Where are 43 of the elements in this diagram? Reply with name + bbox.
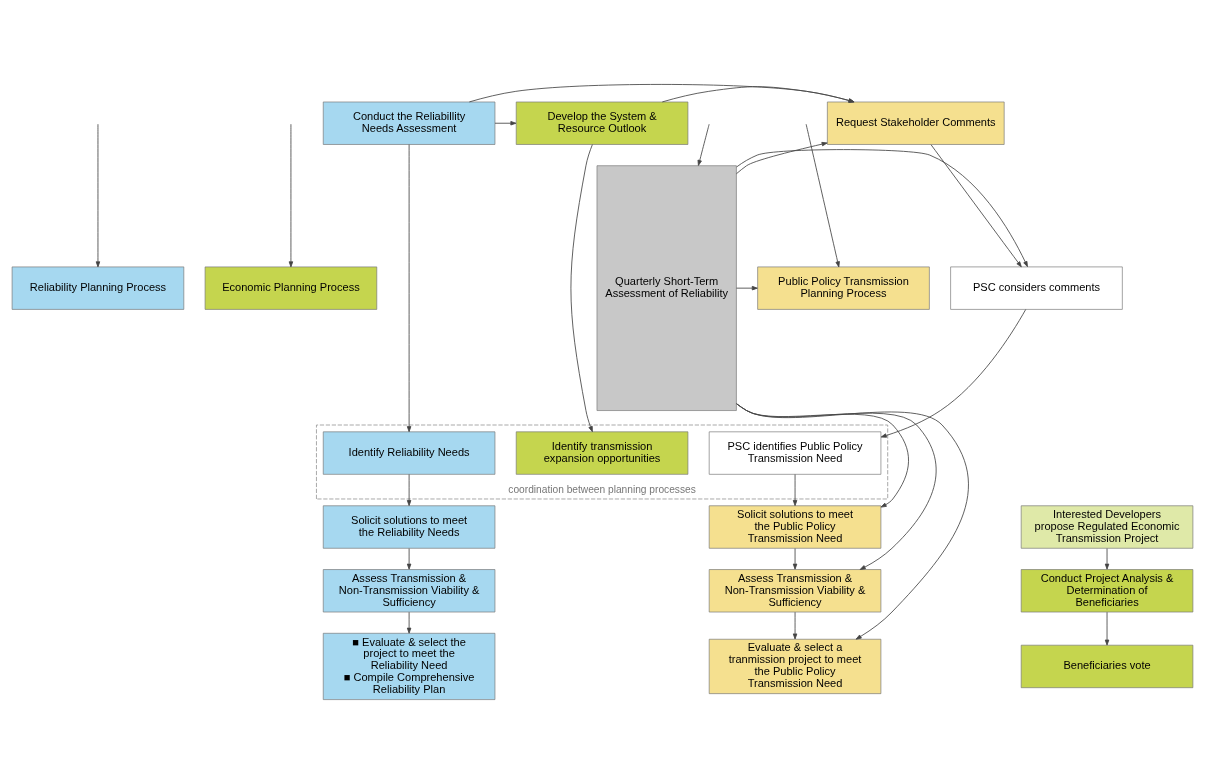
node-box: PSC identifies Public Policy Transmission Need bbox=[708, 431, 882, 475]
arrow bbox=[736, 141, 828, 175]
node-box: Request Stakeholder Comments bbox=[827, 101, 1005, 145]
node-box: Identify transmission expansion opportunities bbox=[515, 431, 689, 475]
arrow bbox=[736, 285, 758, 291]
node-box: Assess Transmission & Non-Transmission Viability & Sufficiency bbox=[708, 569, 882, 613]
arrow bbox=[406, 144, 412, 433]
arrow bbox=[792, 548, 798, 570]
node-box: Economic Planning Process bbox=[204, 266, 378, 310]
arrow bbox=[494, 121, 517, 126]
node-box: PSC considers comments bbox=[950, 266, 1123, 310]
node-box: Reliability Planning Process bbox=[11, 266, 185, 310]
arrow bbox=[736, 403, 969, 640]
arrow bbox=[1104, 611, 1110, 646]
node-box: Solicit solutions to meet the Public Policy Transmission Need bbox=[708, 505, 882, 549]
node-box: Quarterly Short-Term Assessment of Reliability bbox=[596, 165, 737, 411]
arrow bbox=[930, 144, 1022, 268]
arrow bbox=[95, 123, 101, 268]
node-box: Public Policy Transmission Planning Process bbox=[757, 266, 930, 310]
node-box: Conduct the Reliabillity Needs Assessment bbox=[322, 101, 496, 145]
node-box: Interested Developers propose Regulated Economic Transmission Project bbox=[1020, 505, 1194, 549]
arrow bbox=[406, 548, 412, 570]
arrow bbox=[805, 123, 840, 268]
arrow bbox=[1104, 548, 1110, 570]
node-box: Solicit solutions to meet the Reliability Needs bbox=[322, 505, 496, 549]
node-box: Conduct Project Analysis & Determination of Beneficiaries bbox=[1020, 569, 1194, 613]
arrow bbox=[406, 611, 412, 634]
arrow bbox=[661, 86, 855, 103]
node-box: Develop the System & Resource Outlook bbox=[515, 101, 689, 145]
arrow bbox=[570, 144, 593, 433]
arrow bbox=[697, 123, 710, 166]
node-box: ■ Evaluate & select the project to meet the Reliability Need ■ Compile Comprehensive Reliability Plan bbox=[322, 632, 496, 700]
node-box: Evaluate & select a tranmission project to meet the Public Policy Transmission Need bbox=[708, 638, 882, 694]
arrow bbox=[468, 84, 855, 103]
node-box: Assess Transmission & Non-Transmission Viability & Sufficiency bbox=[322, 569, 496, 613]
arrow bbox=[736, 149, 1028, 268]
arrow bbox=[406, 474, 412, 507]
node-box: Identify Reliability Needs bbox=[322, 431, 496, 475]
arrow bbox=[880, 309, 1027, 438]
arrow bbox=[792, 611, 798, 640]
node-box: Beneficiaries vote bbox=[1020, 644, 1194, 689]
arrow bbox=[792, 474, 798, 507]
arrow bbox=[288, 123, 294, 268]
